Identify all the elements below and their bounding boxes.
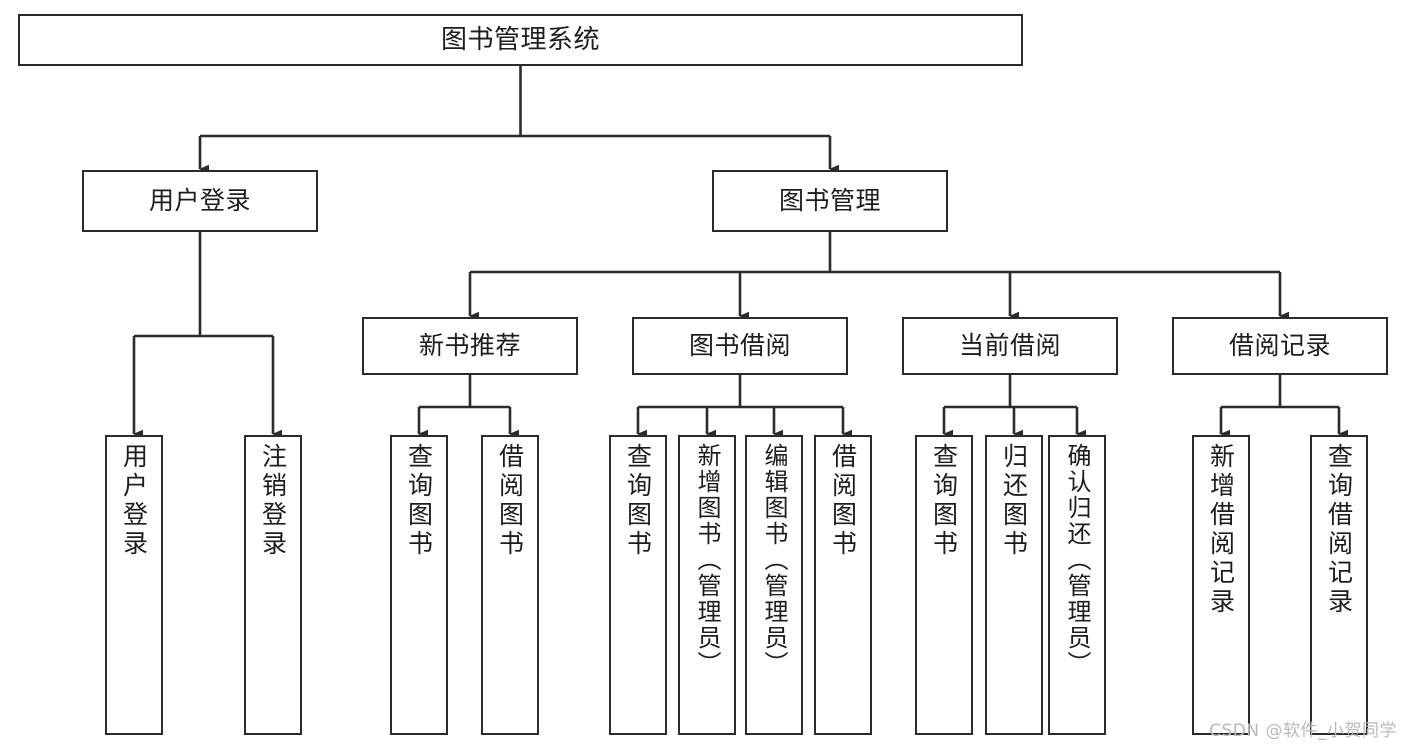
node-label: 查询图书 (404, 443, 434, 559)
node-label: 图书管理 (778, 186, 881, 216)
node-label: 确认归还（管理员） (1063, 443, 1091, 677)
node-user-login[interactable]: 用户登录 (82, 170, 318, 232)
node-label: 借阅图书 (828, 443, 858, 559)
node-label: 新增图书（管理员） (693, 443, 721, 677)
node-label: 归还图书 (999, 443, 1029, 559)
node-label: 借阅记录 (1228, 331, 1331, 361)
node-book-borrow[interactable]: 图书借阅 (632, 317, 848, 375)
node-current-borrow[interactable]: 当前借阅 (902, 317, 1118, 375)
node-label: 新书推荐 (418, 331, 521, 361)
node-label: 图书管理系统 (440, 24, 600, 55)
node-label: 查询图书 (929, 443, 959, 559)
node-label: 当前借阅 (958, 331, 1061, 361)
node-label: 借阅图书 (495, 443, 525, 559)
node-leaf-borrow-query[interactable]: 查询图书 (609, 435, 667, 735)
node-leaf-borrow-edit[interactable]: 编辑图书（管理员） (745, 435, 803, 735)
node-leaf-cur-return[interactable]: 归还图书 (985, 435, 1043, 735)
node-label: 图书借阅 (688, 331, 791, 361)
node-label: 注销登录 (258, 443, 288, 559)
node-book-manage[interactable]: 图书管理 (712, 170, 948, 232)
node-label: 用户登录 (148, 186, 251, 216)
node-leaf-cur-confirm[interactable]: 确认归还（管理员） (1048, 435, 1106, 735)
node-leaf-cur-query[interactable]: 查询图书 (915, 435, 973, 735)
node-borrow-record[interactable]: 借阅记录 (1172, 317, 1388, 375)
node-leaf-user-logout[interactable]: 注销登录 (244, 435, 302, 735)
node-label: 用户登录 (119, 443, 149, 559)
node-leaf-rec-query[interactable]: 查询图书 (390, 435, 448, 735)
node-label: 编辑图书（管理员） (760, 443, 788, 677)
node-leaf-user-login[interactable]: 用户登录 (105, 435, 163, 735)
node-leaf-rec-query2[interactable]: 查询借阅记录 (1310, 435, 1368, 735)
node-leaf-rec-add[interactable]: 新增借阅记录 (1192, 435, 1250, 735)
node-new-book-rec[interactable]: 新书推荐 (362, 317, 578, 375)
node-leaf-borrow-add[interactable]: 新增图书（管理员） (678, 435, 736, 735)
node-leaf-borrow-lend[interactable]: 借阅图书 (814, 435, 872, 735)
node-label: 查询借阅记录 (1324, 443, 1354, 617)
node-label: 新增借阅记录 (1206, 443, 1236, 617)
node-leaf-rec-borrow[interactable]: 借阅图书 (481, 435, 539, 735)
watermark-text: CSDN @软件_小贺同学 (1209, 721, 1397, 741)
node-root[interactable]: 图书管理系统 (18, 14, 1023, 66)
node-label: 查询图书 (623, 443, 653, 559)
